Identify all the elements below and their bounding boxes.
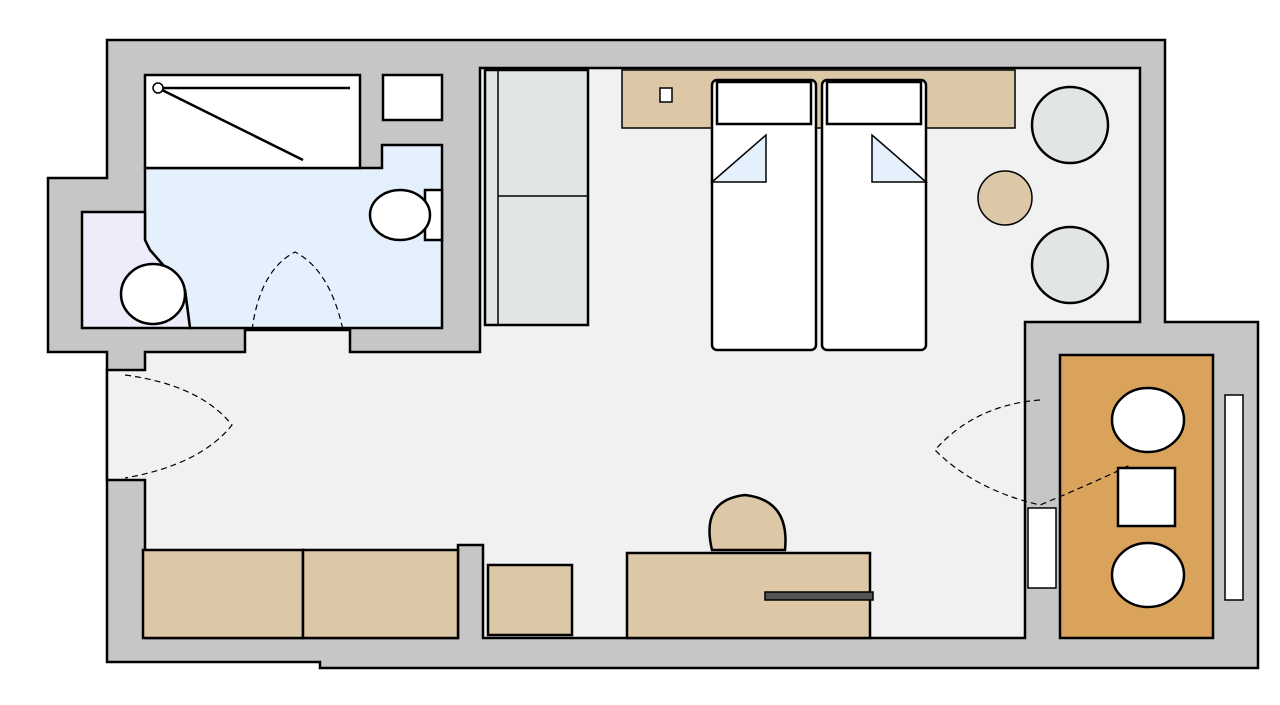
desk-chair	[708, 493, 787, 552]
balcony-window	[1224, 394, 1244, 601]
entrance-door-swing	[124, 374, 233, 479]
bench-left	[141, 548, 305, 640]
shower-head-icon	[152, 82, 164, 94]
bathroom-door-swing	[251, 251, 344, 331]
bed-left	[709, 78, 818, 352]
balcony-table	[1116, 466, 1177, 528]
sink	[381, 73, 444, 122]
balcony-chair-bottom	[1110, 541, 1186, 609]
bench-right	[301, 548, 460, 640]
armchair-bottom	[1030, 225, 1110, 305]
bed-right	[820, 78, 929, 352]
shower	[143, 73, 362, 170]
phone-icon	[659, 87, 673, 103]
shower-door	[157, 86, 304, 162]
wardrobe	[483, 68, 590, 327]
toilet-icon	[368, 188, 444, 242]
tv-icon	[764, 591, 874, 601]
balcony-chair-top	[1110, 386, 1186, 454]
headboard-shelf	[621, 69, 1016, 129]
balcony-door-frame	[1027, 507, 1057, 589]
washbasin-icon	[119, 262, 187, 326]
armchair-top	[1030, 85, 1110, 165]
luggage-stool	[486, 563, 574, 637]
side-table	[977, 170, 1033, 226]
